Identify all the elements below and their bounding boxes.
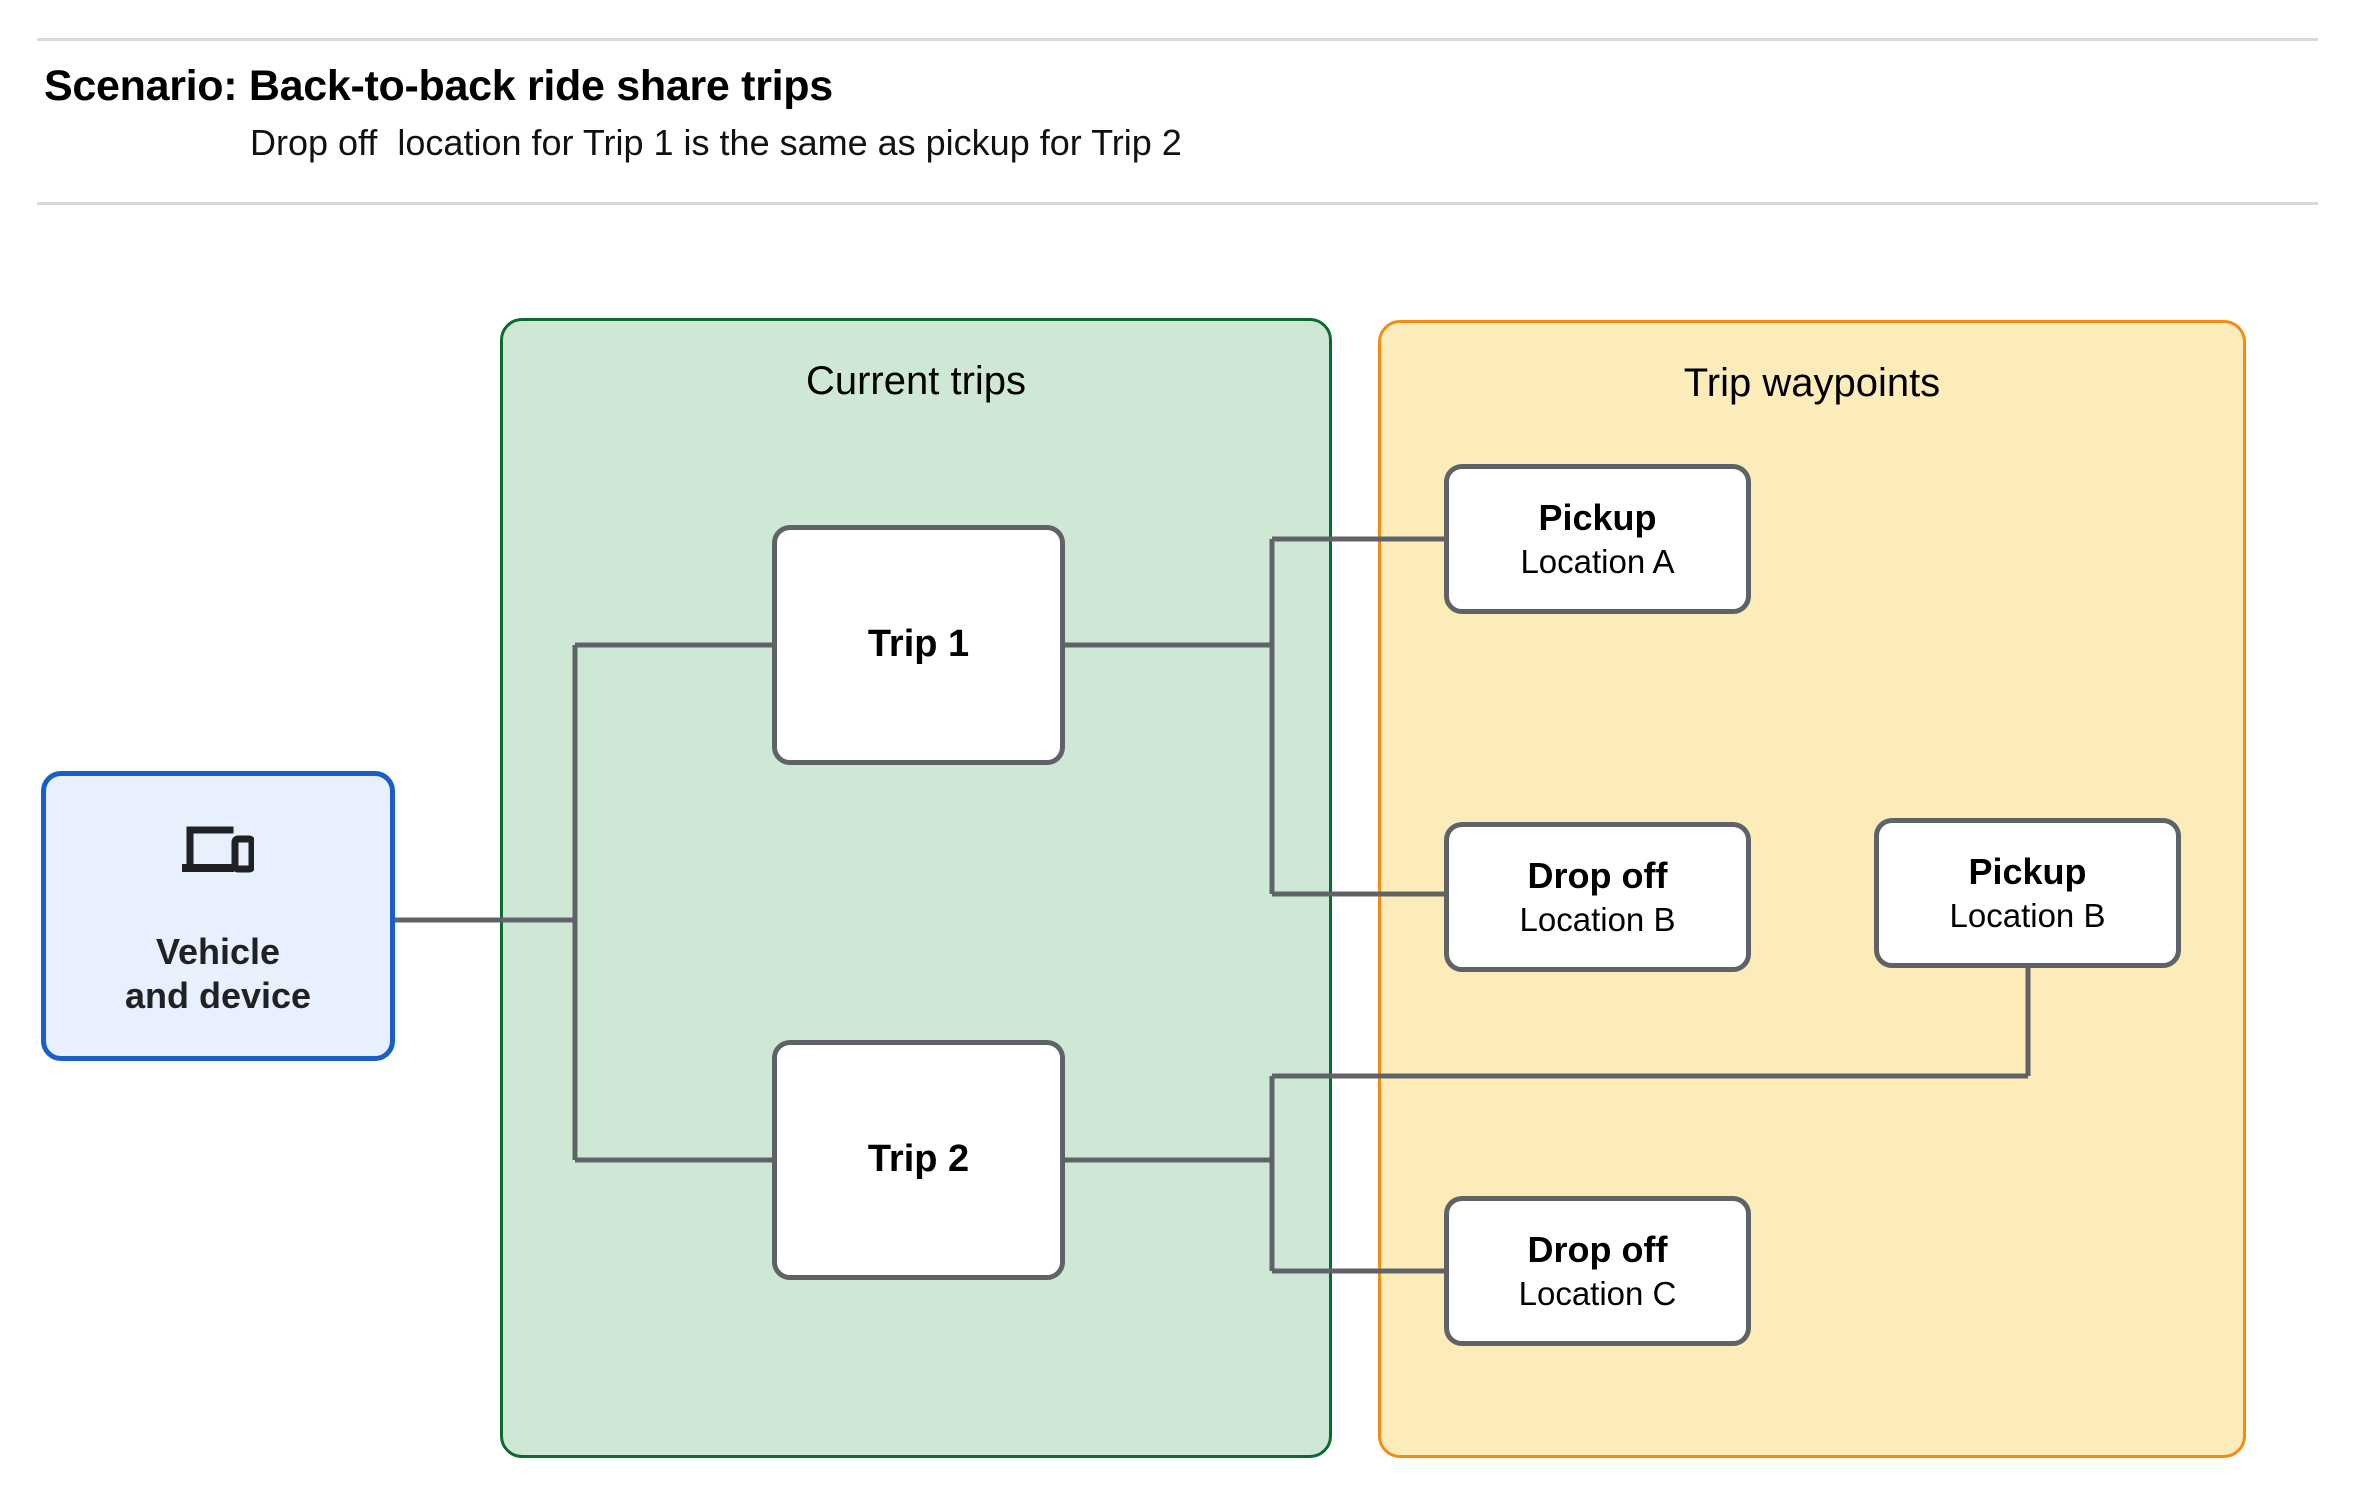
- node-trip-2-label: Trip 2: [867, 1138, 970, 1181]
- waypoint-location-label: Location C: [1518, 1274, 1677, 1312]
- waypoint-type-label: Pickup: [1538, 496, 1657, 538]
- node-trip-1-label: Trip 1: [867, 623, 970, 666]
- group-trip-waypoints-title: Trip waypoints: [1683, 361, 1941, 405]
- waypoint-location-label: Location B: [1949, 896, 2106, 934]
- page-subtitle: Drop off location for Trip 1 is the same…: [250, 122, 1182, 163]
- node-waypoint-pickup-location-b[interactable]: Pickup Location B: [1874, 818, 2181, 968]
- node-trip-2[interactable]: Trip 2: [772, 1040, 1065, 1280]
- devices-icon: [182, 826, 254, 873]
- node-trip-1[interactable]: Trip 1: [772, 525, 1065, 765]
- group-current-trips-title: Current trips: [805, 359, 1027, 403]
- header-divider-top: [37, 38, 2318, 41]
- group-current-trips: Current trips: [500, 318, 1332, 1458]
- waypoint-type-label: Pickup: [1968, 850, 2087, 892]
- waypoint-location-label: Location B: [1519, 900, 1676, 938]
- waypoint-type-label: Drop off: [1527, 854, 1668, 896]
- waypoint-location-label: Location A: [1520, 542, 1675, 580]
- node-vehicle-and-device[interactable]: Vehicle and device: [41, 771, 395, 1061]
- page-title: Scenario: Back-to-back ride share trips: [44, 62, 833, 110]
- node-waypoint-dropoff-location-c[interactable]: Drop off Location C: [1444, 1196, 1751, 1346]
- waypoint-type-label: Drop off: [1527, 1228, 1668, 1270]
- header-divider-bottom: [37, 202, 2318, 205]
- node-waypoint-dropoff-location-b[interactable]: Drop off Location B: [1444, 822, 1751, 972]
- node-waypoint-pickup-location-a[interactable]: Pickup Location A: [1444, 464, 1751, 614]
- node-vehicle-label: Vehicle and device: [124, 931, 312, 1016]
